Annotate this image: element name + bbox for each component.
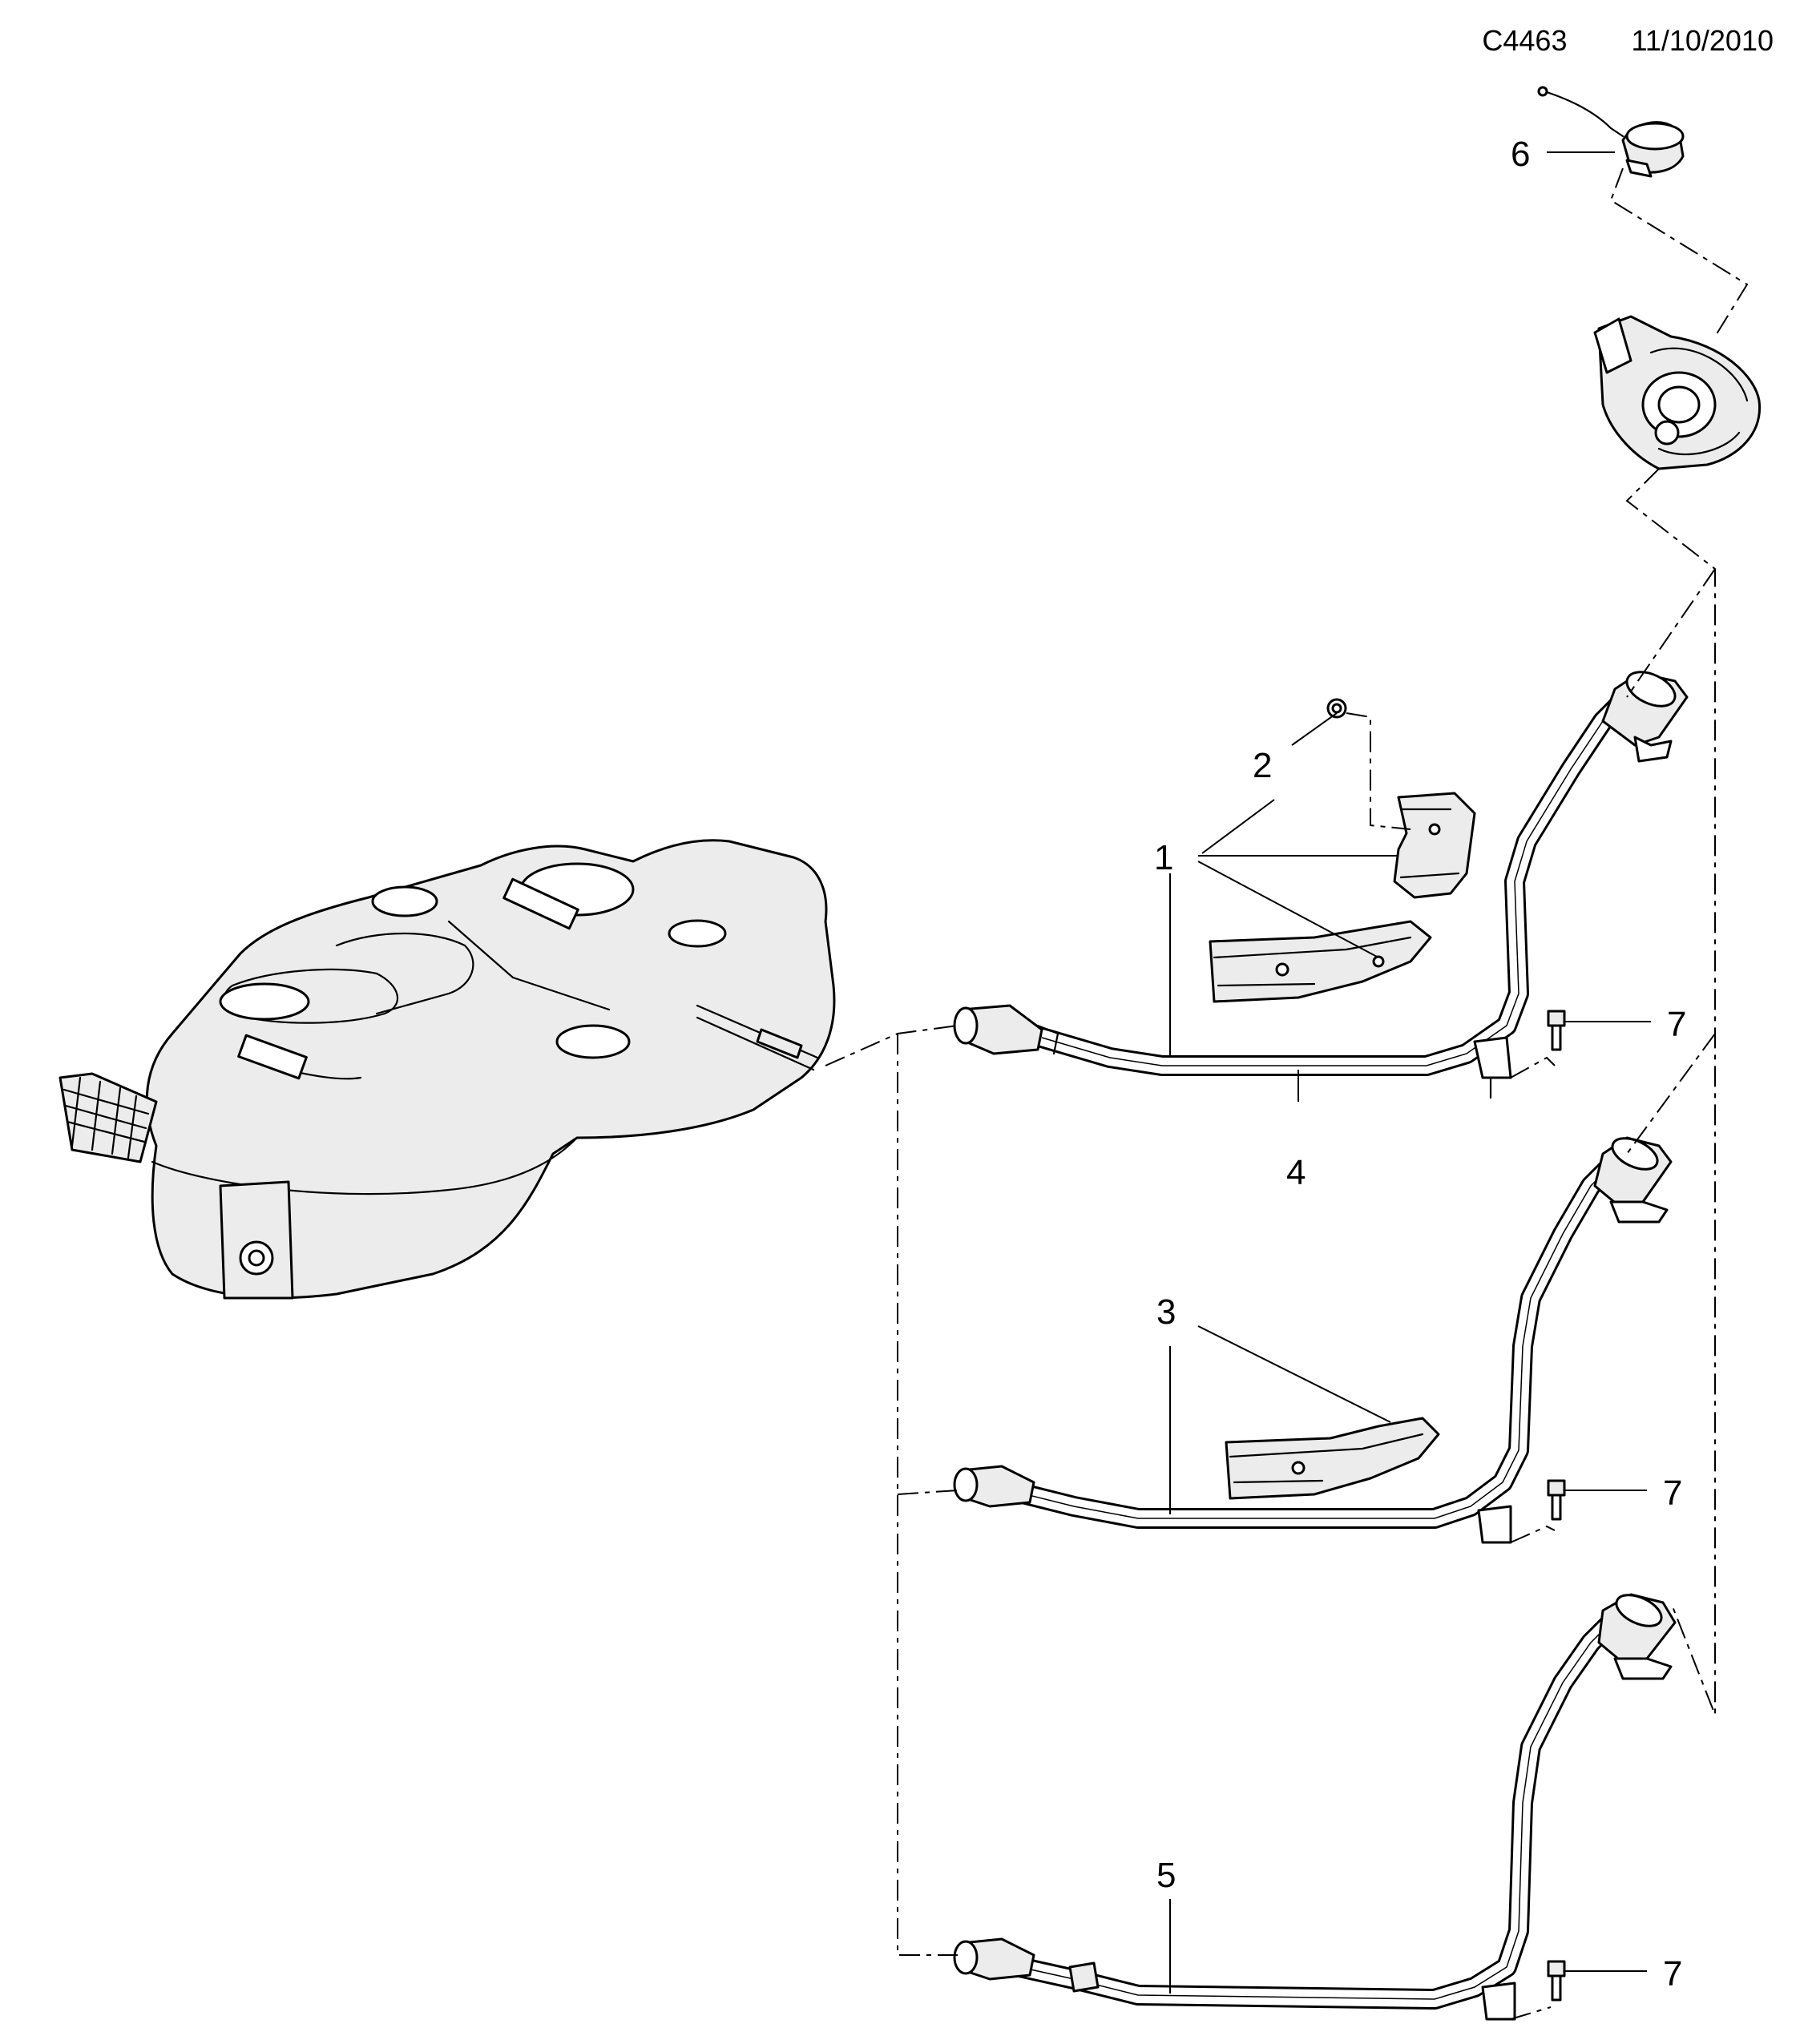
header: C4463 11/10/2010: [1482, 24, 1774, 58]
filler-pipe-assembly-1: [953, 671, 1689, 1099]
callout-number: 7: [1663, 1954, 1682, 1994]
heat-shield-lower-2: [1225, 1417, 1440, 1500]
callout-number: 7: [1663, 1474, 1682, 1513]
filler-pipe-assembly-2: [953, 1136, 1673, 1544]
heat-shield-upper: [1393, 792, 1476, 899]
heat-shield-lower-1: [1209, 920, 1432, 1003]
diagram-code: C4463: [1482, 24, 1568, 57]
callout-number: 5: [1156, 1856, 1176, 1895]
fuel-tank: [59, 839, 836, 1300]
fuel-door-housing: [1593, 315, 1762, 470]
bolt-3: [1547, 1960, 1566, 2002]
callout-number: 7: [1667, 1005, 1686, 1044]
filler-pipe-assembly-3: [953, 1593, 1677, 2021]
callout-number: 2: [1253, 746, 1272, 785]
filler-cap: [1537, 86, 1685, 178]
callout-number: 4: [1286, 1153, 1306, 1192]
callout-number: 3: [1156, 1292, 1176, 1332]
bolt-1: [1547, 1010, 1566, 1051]
callout-number: 1: [1154, 838, 1173, 877]
leader-lines: [1169, 151, 1651, 1994]
diagram-date: 11/10/2010: [1631, 24, 1774, 57]
bolt-2: [1547, 1479, 1566, 1521]
alignment-lines: [825, 167, 1749, 2020]
callout-number: 6: [1511, 135, 1530, 174]
nut: [1326, 698, 1347, 719]
